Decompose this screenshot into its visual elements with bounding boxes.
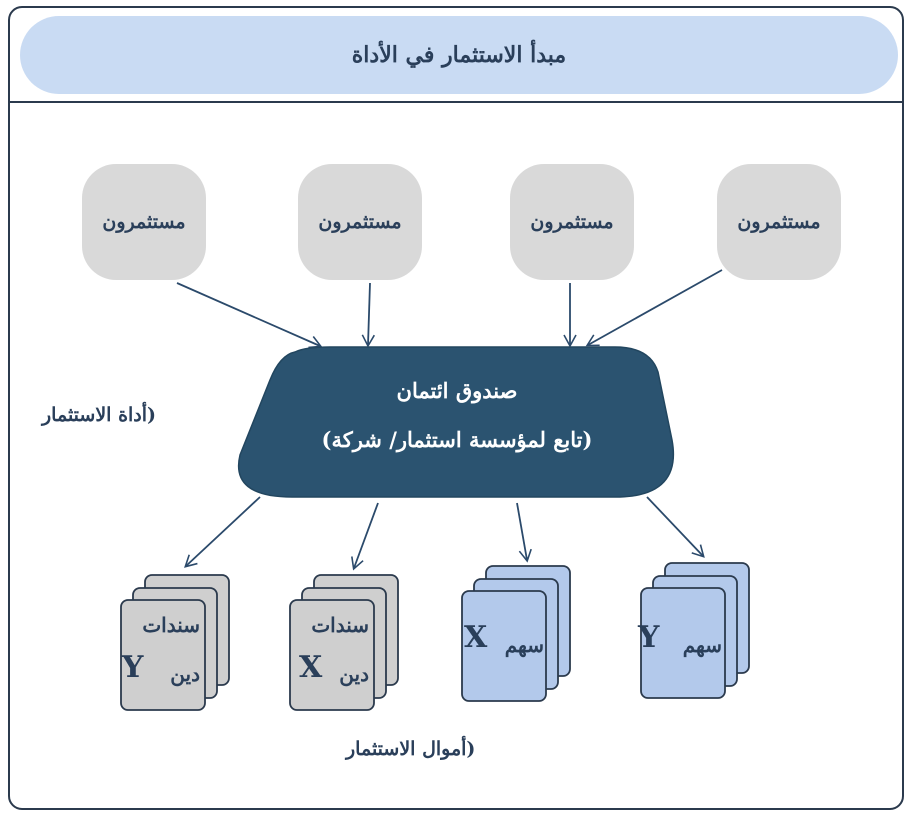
fund-shape [237,346,675,498]
asset-stock-x-letter: X [464,620,488,655]
investor-box-2: مستثمرون [298,164,422,280]
asset-bond-x-line1: سندات [311,613,369,637]
investor-label: مستثمرون [102,211,186,233]
fund-subtitle: (تابع لمؤسسة استثمار/ شركة) [321,427,593,452]
instrument-label: (أداة الاستثمار [42,404,157,426]
asset-bond-y-letter: Y [122,650,144,685]
diagram-title: مبدأ الاستثمار في الأداة [351,42,567,68]
asset-stock-y-line1: سهم [682,633,722,657]
funds-label: (أموال الاستثمار [346,738,476,760]
arrow-fund-to-asset-4 [646,496,705,558]
title-banner [20,16,898,94]
arrow-investor-1-to-fund [176,282,323,349]
arrow-investor-2-to-fund [361,282,376,348]
asset-stack-bond-y [120,574,230,711]
asset-stock-x-line1: سهم [504,633,544,657]
asset-bond-y-line2: دين [170,662,200,686]
arrow-investor-4-to-fund [585,269,723,347]
asset-bond-x-line2: دين [339,662,369,686]
arrow-fund-to-asset-2 [351,502,379,571]
investor-label: مستثمرون [530,211,614,233]
arrow-fund-to-asset-1 [184,496,261,568]
fund-title: صندوق ائتمان [396,378,518,403]
asset-stack-bond-x [289,574,399,711]
arrow-fund-to-asset-3 [516,502,532,563]
diagram-frame [8,6,904,810]
investor-box-4: مستثمرون [717,164,841,280]
asset-stock-y-letter: Y [638,620,660,655]
title-strip [8,6,904,103]
investor-label: مستثمرون [318,211,402,233]
asset-bond-y-line1: سندات [142,613,200,637]
investor-box-3: مستثمرون [510,164,634,280]
asset-stack-stock-y [640,562,750,699]
investor-box-1: مستثمرون [82,164,206,280]
asset-bond-x-letter: X [299,650,323,685]
asset-stack-stock-x [461,565,571,702]
investor-label: مستثمرون [737,211,821,233]
